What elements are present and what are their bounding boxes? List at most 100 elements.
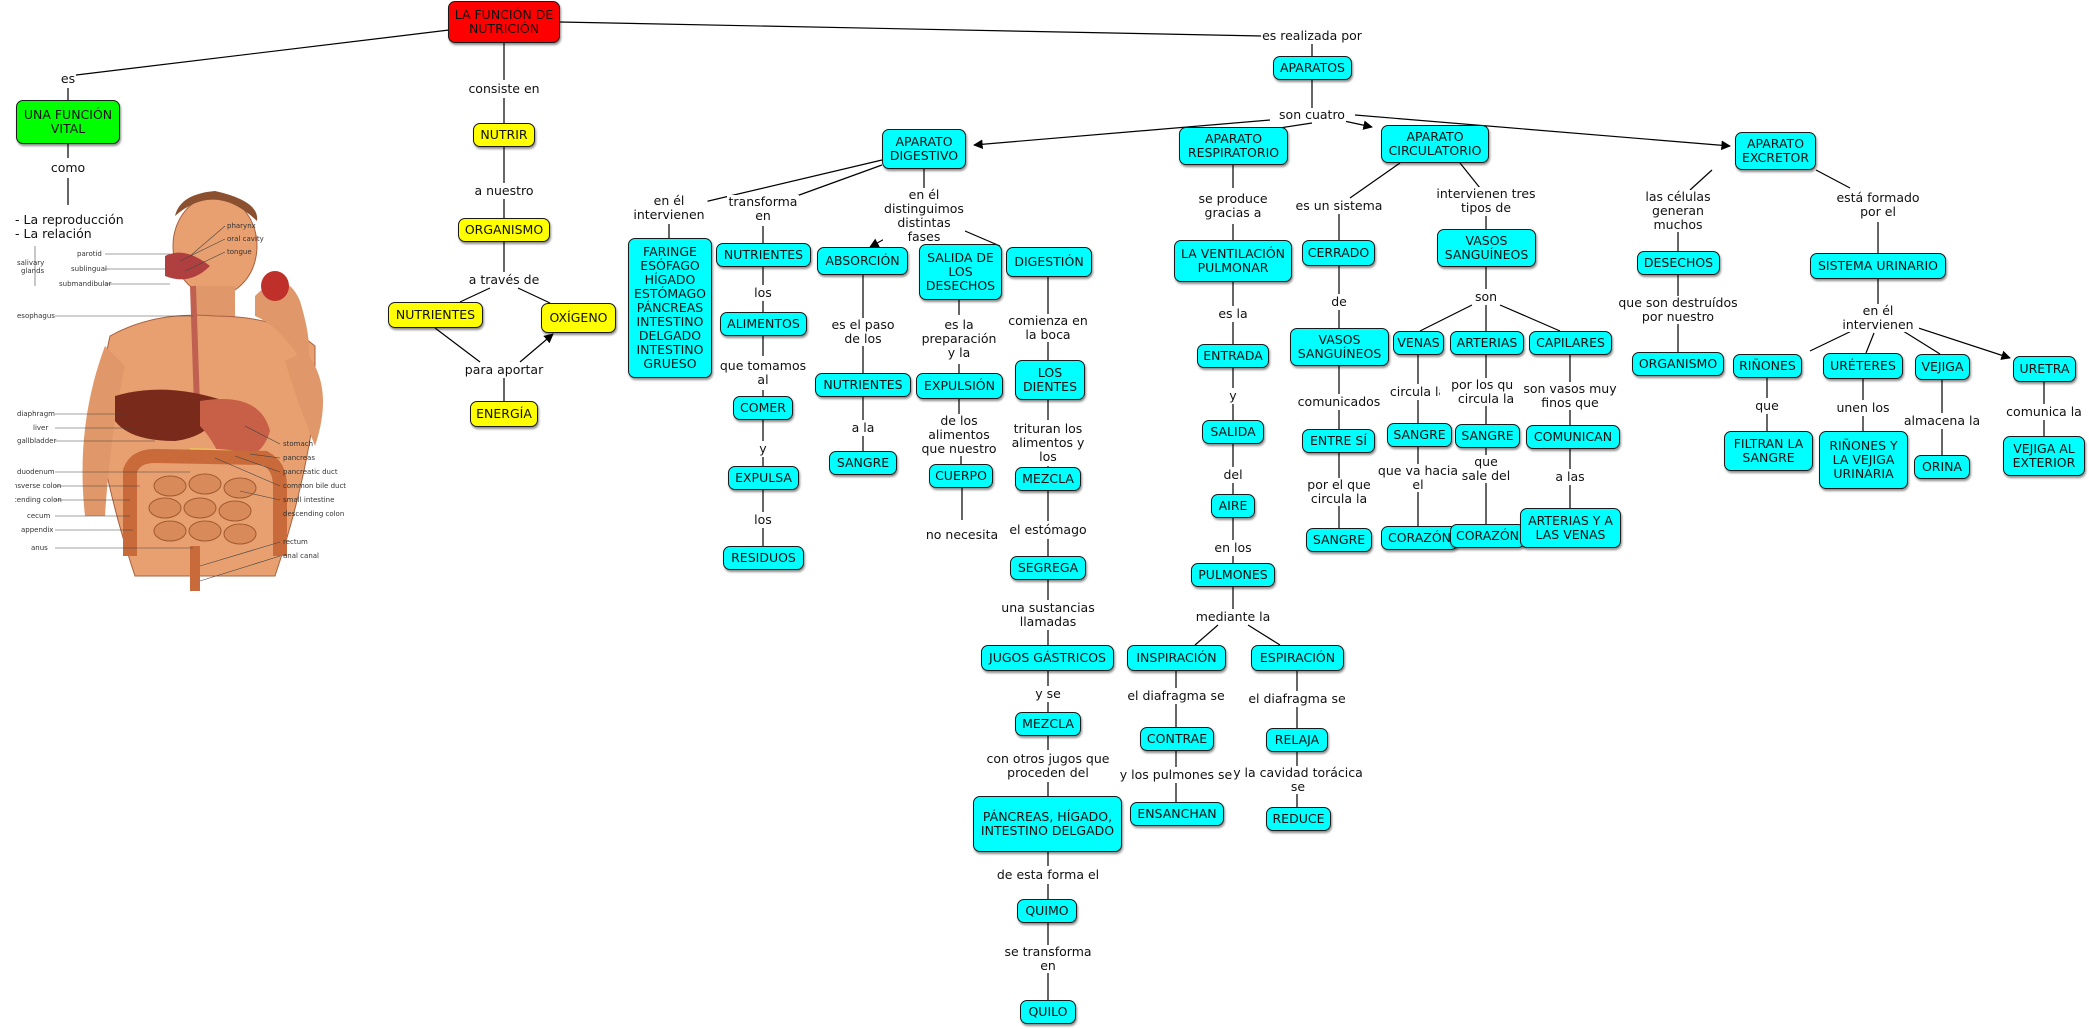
node-salida[interactable]: SALIDA [1202, 420, 1264, 444]
link-label-que-sale-del: que sale del [1460, 455, 1512, 483]
node-desechos[interactable]: DESECHOS [1637, 251, 1720, 275]
node-entre-si[interactable]: ENTRE SÍ [1302, 429, 1375, 453]
node-contrae[interactable]: CONTRAE [1140, 727, 1214, 751]
node-vasos-sanguineos-1[interactable]: VASOS SANGUÍNEOS [1290, 328, 1389, 366]
node-quimo[interactable]: QUIMO [1017, 899, 1077, 923]
node-aparato-circulatorio[interactable]: APARATO CIRCULATORIO [1381, 125, 1489, 163]
node-relaja[interactable]: RELAJA [1266, 728, 1328, 752]
node-rinones-vejiga[interactable]: RIÑONES Y LA VEJIGA URINARIA [1819, 431, 1908, 489]
node-sistema-urinario[interactable]: SISTEMA URINARIO [1810, 253, 1946, 279]
node-espiracion[interactable]: ESPIRACIÓN [1251, 645, 1344, 671]
connector-line [1350, 163, 1400, 198]
node-nutrientes-d[interactable]: NUTRIENTES [716, 243, 811, 267]
node-reduce[interactable]: REDUCE [1266, 807, 1331, 831]
node-filtran-sangre[interactable]: FILTRAN LA SANGRE [1724, 431, 1813, 471]
node-comer[interactable]: COMER [733, 396, 793, 420]
node-sangre-a[interactable]: SANGRE [829, 451, 897, 475]
node-entrada[interactable]: ENTRADA [1197, 344, 1269, 368]
node-comunican[interactable]: COMUNICAN [1526, 425, 1620, 449]
node-aire[interactable]: AIRE [1211, 494, 1255, 518]
node-pulmones[interactable]: PULMONES [1191, 563, 1275, 587]
node-organismo-e[interactable]: ORGANISMO [1632, 352, 1724, 376]
anatomy-label-glands: glands [21, 267, 45, 275]
link-label-del: del [1222, 468, 1243, 482]
node-segrega[interactable]: SEGREGA [1010, 556, 1086, 580]
node-nutrientes-a[interactable]: NUTRIENTES [815, 373, 911, 397]
node-alimentos[interactable]: ALIMENTOS [720, 312, 807, 336]
link-label-diafragma-1: el diafragma se [1126, 689, 1225, 703]
node-pancreas-higado[interactable]: PÁNCREAS, HÍGADO, INTESTINO DELGADO [973, 796, 1122, 852]
anatomy-label-rectum: rectum [283, 538, 308, 546]
link-label-se-produce: se produce gracias a [1187, 192, 1279, 220]
node-mezcla-2[interactable]: MEZCLA [1015, 712, 1081, 736]
link-label-que: que [1754, 399, 1780, 413]
node-expulsa[interactable]: EXPULSA [728, 466, 799, 490]
link-label-consiste-en: consiste en [467, 82, 540, 96]
node-absorcion[interactable]: ABSORCIÓN [817, 247, 908, 275]
link-label-a-las: a las [1554, 470, 1585, 484]
node-funcion-vital[interactable]: UNA FUNCIÓN VITAL [16, 100, 120, 144]
anatomy-label-transverse: transverse colon [15, 482, 61, 490]
node-organismo[interactable]: ORGANISMO [458, 218, 550, 242]
anatomy-label-anus: anus [31, 544, 48, 552]
anatomy-label-ascending: ascending colon [15, 496, 62, 504]
node-sangre-ar[interactable]: SANGRE [1455, 424, 1520, 448]
node-expulsion[interactable]: EXPULSIÓN [916, 373, 1003, 399]
link-label-por-el-que: por el que circula la [1298, 478, 1380, 506]
node-corazon-v[interactable]: CORAZÓN [1381, 526, 1458, 550]
node-vejiga[interactable]: VEJIGA [1915, 354, 1970, 380]
connector-line [435, 328, 480, 362]
node-mezcla-1[interactable]: MEZCLA [1015, 467, 1081, 491]
node-sangre-v[interactable]: SANGRE [1387, 423, 1452, 447]
body-figure [83, 191, 324, 591]
link-label-son: son [1474, 290, 1498, 304]
link-label-almacena-la: almacena la [1903, 414, 1981, 428]
link-label-a-la: a la [851, 421, 876, 435]
connector-line [1866, 333, 1874, 353]
node-digestion[interactable]: DIGESTIÓN [1006, 247, 1092, 277]
node-aparatos[interactable]: APARATOS [1273, 56, 1352, 80]
link-label-con-otros: con otros jugos que proceden del [982, 752, 1114, 780]
node-venas[interactable]: VENAS [1393, 331, 1444, 355]
node-salida-desechos[interactable]: SALIDA DE LOS DESECHOS [919, 244, 1002, 300]
node-quilo[interactable]: QUILO [1020, 1000, 1076, 1024]
anatomy-label-stomach: stomach [283, 440, 313, 448]
node-cuerpo[interactable]: CUERPO [929, 464, 993, 488]
node-vasos-sanguineos-2[interactable]: VASOS SANGUÍNEOS [1437, 229, 1536, 267]
node-arterias-venas[interactable]: ARTERIAS Y A LAS VENAS [1520, 508, 1621, 548]
node-organos-digestivos[interactable]: FARINGE ESÓFAGO HÍGADO ESTÓMAGO PÁNCREAS… [628, 238, 712, 378]
node-root[interactable]: LA FUNCIÓN DE NUTRICIÓN [448, 1, 560, 43]
node-ureteres[interactable]: URÉTERES [1823, 353, 1903, 379]
link-label-los-2: los [753, 513, 773, 527]
node-aparato-respiratorio[interactable]: APARATO RESPIRATORIO [1179, 127, 1288, 165]
node-sangre-c[interactable]: SANGRE [1306, 528, 1372, 552]
node-inspiracion[interactable]: INSPIRACIÓN [1127, 645, 1226, 671]
node-ensanchan[interactable]: ENSANCHAN [1130, 802, 1224, 826]
link-label-y-se: y se [1034, 687, 1062, 701]
node-nutrir[interactable]: NUTRIR [473, 123, 535, 147]
node-aparato-excretor[interactable]: APARATO EXCRETOR [1735, 132, 1816, 170]
link-label-para-aportar: para aportar [464, 363, 544, 377]
node-nutrientes[interactable]: NUTRIENTES [388, 302, 483, 328]
node-arterias[interactable]: ARTERIAS [1450, 331, 1524, 355]
node-aparato-digestivo[interactable]: APARATO DIGESTIVO [882, 129, 966, 169]
anatomy-label-pharynx: pharynx [227, 222, 256, 230]
connector-line [1420, 305, 1472, 331]
connector-line [1500, 305, 1560, 331]
node-orina[interactable]: ORINA [1914, 455, 1970, 479]
node-vejiga-exterior[interactable]: VEJIGA AL EXTERIOR [2003, 436, 2085, 476]
node-energia[interactable]: ENERGÍA [470, 401, 538, 427]
node-ventilacion-pulmonar[interactable]: LA VENTILACIÓN PULMONAR [1174, 240, 1292, 282]
node-corazon-ar[interactable]: CORAZÓN [1450, 524, 1525, 548]
link-label-cavidad: y la cavidad torácica se [1232, 766, 1364, 794]
node-jugos-gastricos[interactable]: JUGOS GÁSTRICOS [981, 645, 1114, 671]
node-capilares[interactable]: CAPILARES [1529, 331, 1612, 355]
node-rinones[interactable]: RIÑONES [1733, 354, 1802, 378]
link-label-es-un-sistema: es un sistema [1295, 199, 1384, 213]
node-oxigeno[interactable]: OXÍGENO [541, 303, 616, 333]
node-residuos[interactable]: RESIDUOS [723, 546, 804, 570]
node-cerrado[interactable]: CERRADO [1302, 240, 1375, 266]
node-uretra[interactable]: URETRA [2013, 356, 2076, 382]
node-los-dientes[interactable]: LOS DIENTES [1015, 360, 1085, 400]
link-label-en-el-intervienen-2: en él intervienen [1837, 304, 1919, 332]
